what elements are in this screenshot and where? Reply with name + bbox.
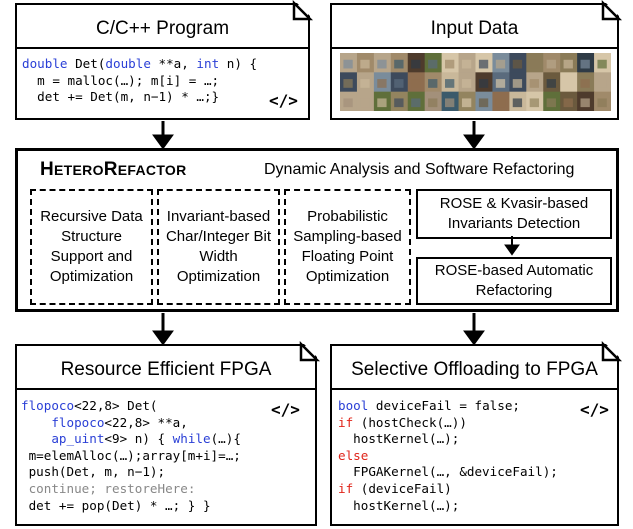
mosaic-detail <box>428 59 438 69</box>
code-tag-icon: </> <box>269 91 298 110</box>
heterorefactor-box: HETEROREFACTOR Dynamic Analysis and Soft… <box>15 148 619 312</box>
mosaic-detail <box>580 59 590 69</box>
mosaic-detail <box>529 79 540 88</box>
mosaic-detail <box>580 98 590 108</box>
fpga-code: flopoco<22,8> Det( flopoco<22,8> **a, ap… <box>21 398 241 513</box>
mosaic-detail <box>394 79 404 88</box>
offload-code: bool deviceFail = false; if (hostCheck(…… <box>338 398 558 513</box>
mosaic-detail <box>478 79 489 88</box>
mosaic-detail <box>563 59 573 69</box>
mosaic-detail <box>377 59 387 69</box>
input-title: Input Data <box>430 18 519 39</box>
mosaic-detail <box>563 79 573 88</box>
mosaic-detail <box>377 79 387 88</box>
mosaic-detail <box>343 98 353 108</box>
mosaic-detail <box>445 59 455 69</box>
mosaic-detail <box>461 59 472 69</box>
brand-subtitle: Dynamic Analysis and Software Refactorin… <box>264 161 575 178</box>
mosaic-detail <box>495 59 506 69</box>
mosaic-detail <box>546 79 556 88</box>
mosaic-detail <box>461 98 472 108</box>
program-title: C/C++ Program <box>95 18 230 39</box>
mosaic-detail <box>360 79 370 88</box>
program-divider <box>17 47 308 49</box>
rose-invariants-box: ROSE & Kvasir-based Invariants Detection <box>416 189 612 239</box>
module-floatingpoint: Probabilistic Sampling-based Floating Po… <box>284 189 411 305</box>
mosaic-detail <box>445 98 455 108</box>
input-image-mosaic <box>340 53 612 112</box>
module-bitwidth-label: Invariant-based Char/Integer Bit Width O… <box>165 208 272 285</box>
mosaic-detail <box>512 59 523 69</box>
fpga-divider <box>17 388 315 390</box>
mosaic-detail <box>445 79 455 88</box>
rose-invariants-label: ROSE & Kvasir-based Invariants Detection <box>439 195 589 232</box>
mosaic-detail <box>597 79 607 88</box>
mosaic-detail <box>411 98 421 108</box>
mosaic-detail <box>343 59 353 69</box>
mosaic-detail <box>478 59 489 69</box>
module-recursive: Recursive Data Structure Support and Opt… <box>30 189 153 305</box>
fpga-title: Resource Efficient FPGA <box>60 359 272 380</box>
input-document: Input Data <box>330 3 619 120</box>
mosaic-detail <box>580 79 590 88</box>
program-document: C/C++ Program double Det(double **a, int… <box>15 3 310 120</box>
code-tag-icon: </> <box>580 400 609 419</box>
mosaic-detail <box>597 98 607 108</box>
mosaic-detail <box>512 79 523 88</box>
mosaic-detail <box>495 98 506 108</box>
mosaic-detail <box>377 98 387 108</box>
offload-document: Selective Offloading to FPGA bool device… <box>330 344 619 526</box>
mosaic-detail <box>360 59 370 69</box>
mosaic-detail <box>461 79 472 88</box>
fpga-document: Resource Efficient FPGA flopoco<22,8> De… <box>15 344 317 526</box>
mosaic-detail <box>394 59 404 69</box>
mosaic-detail <box>478 98 489 108</box>
program-code: double Det(double **a, int n) { m = mall… <box>22 56 258 105</box>
brand-title: HETEROREFACTOR <box>40 159 187 180</box>
code-tag-icon: </> <box>271 400 300 419</box>
mosaic-detail <box>360 98 370 108</box>
mosaic-detail <box>546 98 556 108</box>
mosaic-detail <box>411 59 421 69</box>
mosaic-detail <box>597 59 607 69</box>
input-divider <box>332 47 617 49</box>
module-recursive-label: Recursive Data Structure Support and Opt… <box>40 208 143 285</box>
mosaic-detail <box>428 79 438 88</box>
module-floatingpoint-label: Probabilistic Sampling-based Floating Po… <box>293 208 402 285</box>
mosaic-detail <box>546 59 556 69</box>
mosaic-detail <box>343 79 353 88</box>
mosaic-detail <box>529 59 540 69</box>
mosaic-detail <box>411 79 421 88</box>
mosaic-detail <box>394 98 404 108</box>
mosaic-detail <box>563 98 573 108</box>
mosaic-detail <box>512 98 523 108</box>
offload-title: Selective Offloading to FPGA <box>351 359 598 380</box>
offload-divider <box>332 388 617 390</box>
mosaic-detail <box>428 98 438 108</box>
rose-refactoring-box: ROSE-based Automatic Refactoring <box>416 257 612 305</box>
mosaic-detail <box>495 79 506 88</box>
mosaic-detail <box>529 98 540 108</box>
rose-refactoring-label: ROSE-based Automatic Refactoring <box>434 262 594 299</box>
module-bitwidth: Invariant-based Char/Integer Bit Width O… <box>157 189 280 305</box>
